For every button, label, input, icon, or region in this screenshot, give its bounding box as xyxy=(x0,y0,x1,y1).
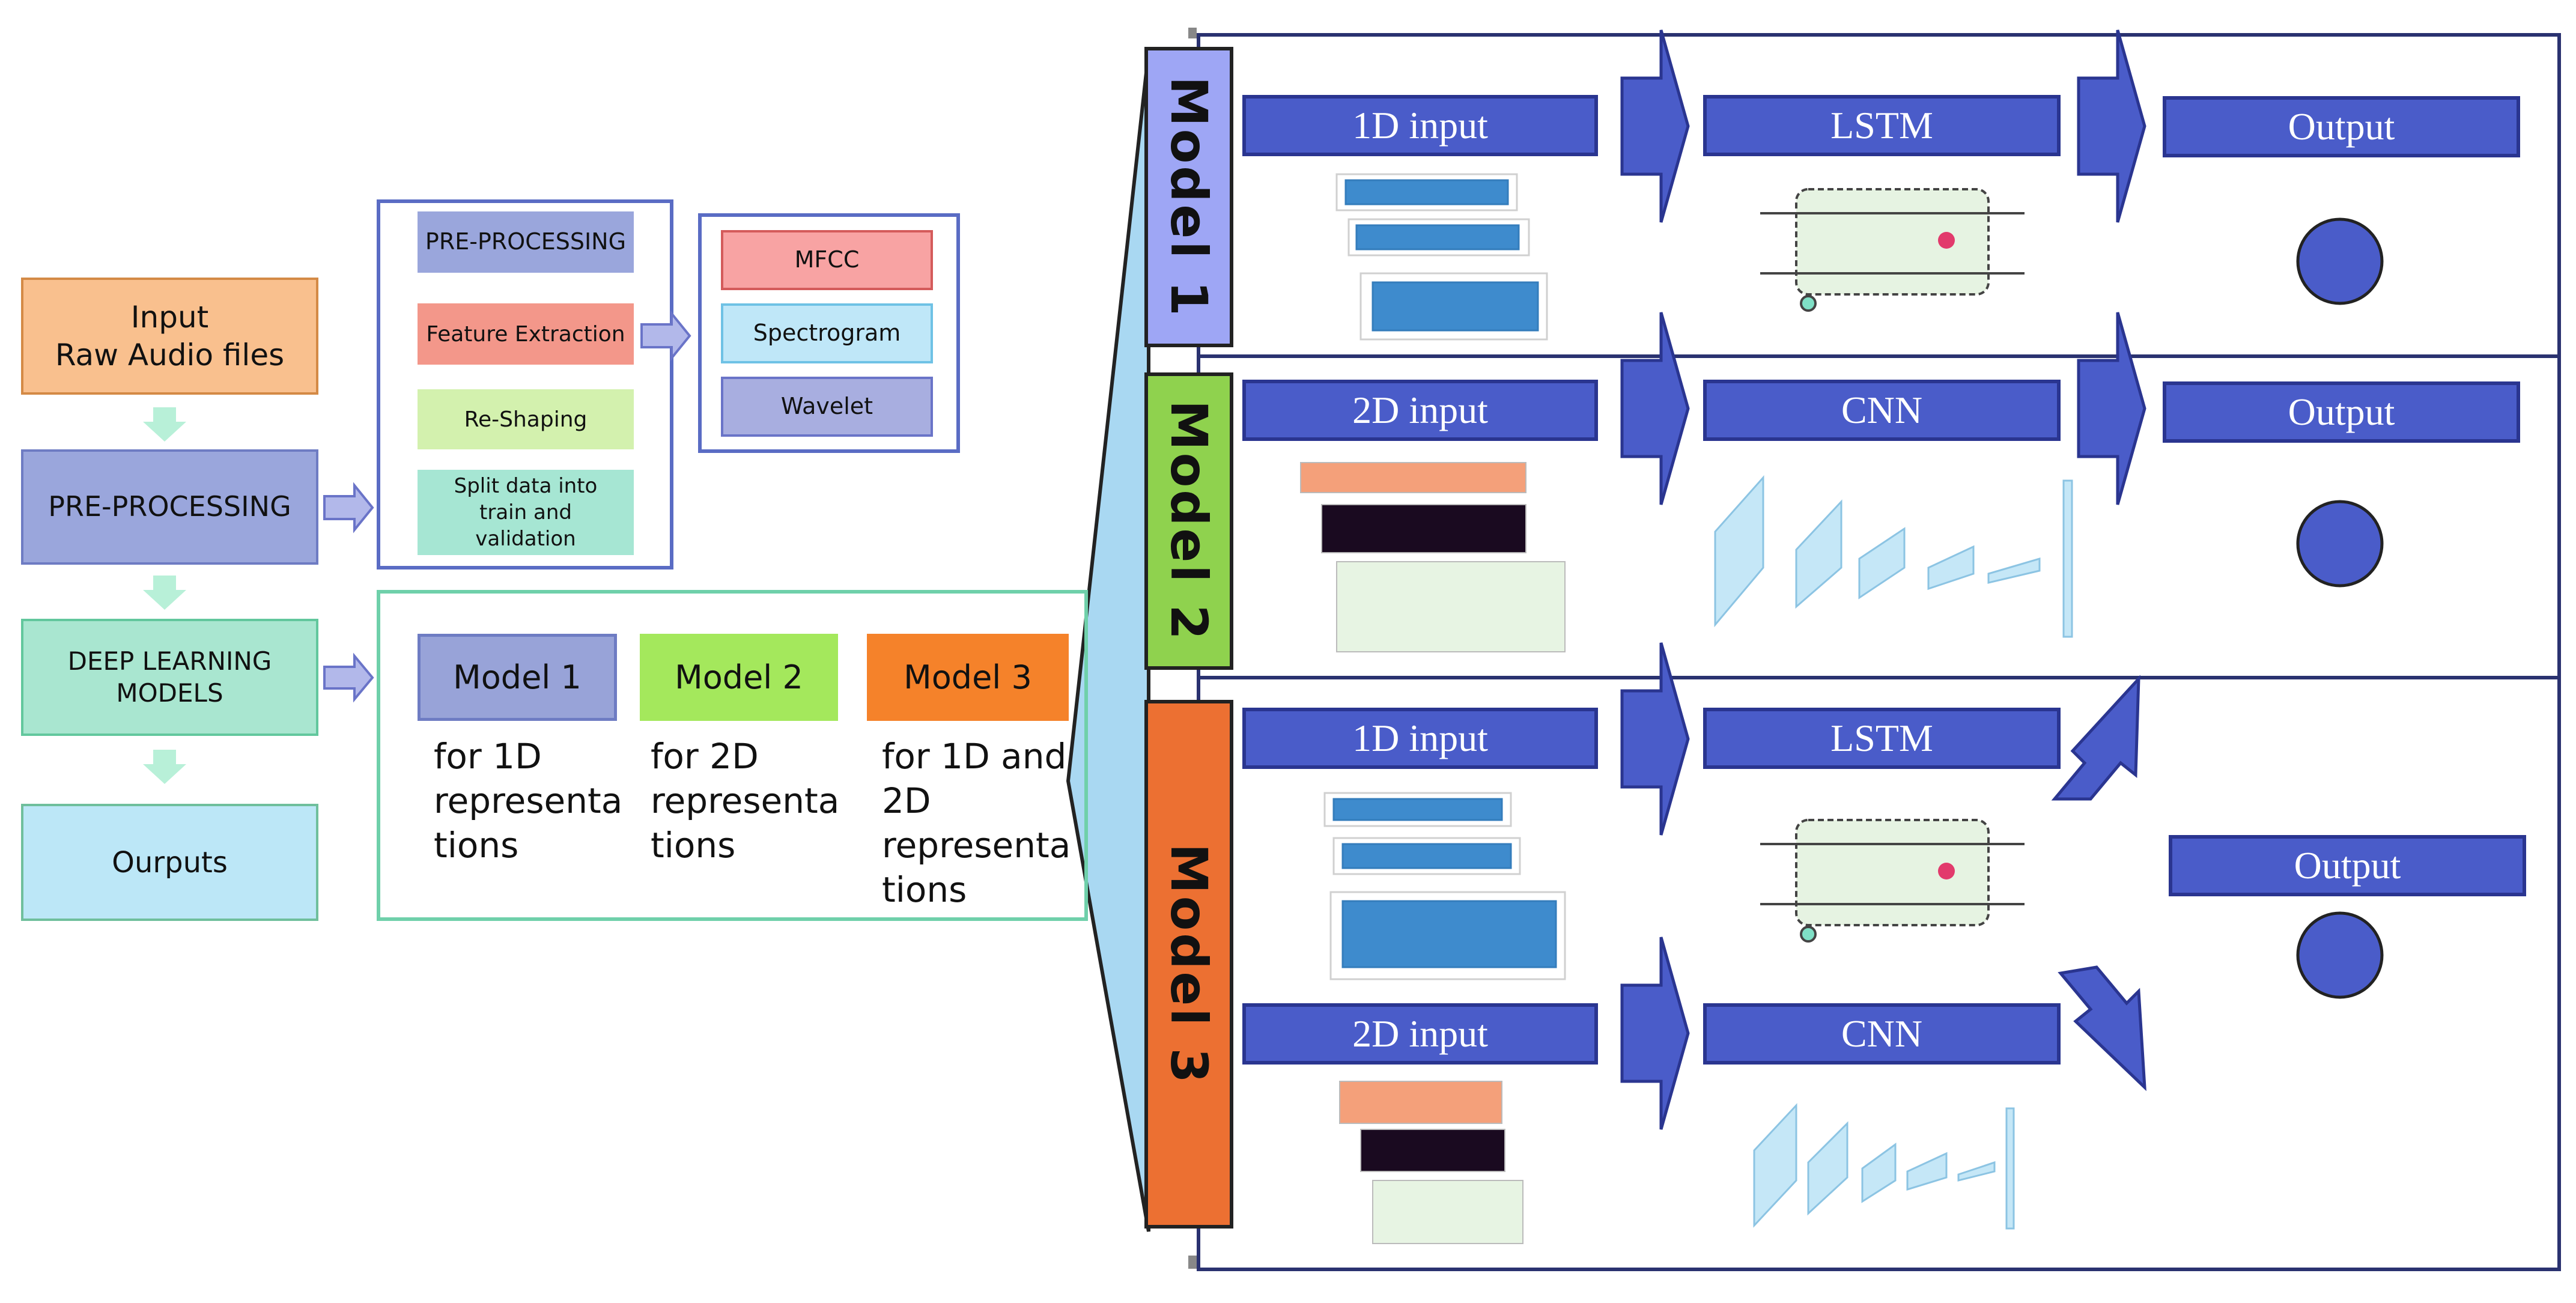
step-split-data: Split data into train and validation xyxy=(418,470,634,555)
step-reshaping: Re-Shaping xyxy=(418,389,634,449)
feature-wavelet: Wavelet xyxy=(721,377,933,437)
model1-input-bar: 1D input xyxy=(1242,95,1598,156)
preprocessing-box: PRE-PROCESSING xyxy=(21,449,318,565)
summary-model-2-desc: for 2D representa tions xyxy=(651,736,840,866)
right-arrow-icon xyxy=(323,310,691,703)
model3-network-cnn-bar: CNN xyxy=(1703,1003,2061,1065)
output-circle xyxy=(2296,217,2384,305)
model3-network-lstm-bar: LSTM xyxy=(1703,708,2061,769)
model-2-vertical-label: Model 2 xyxy=(1144,372,1233,670)
summary-model-1-desc: for 1D representa tions xyxy=(434,736,623,866)
summary-model-3-desc: for 1D and 2D representa tions xyxy=(882,736,1071,910)
model3-input-1d-bar: 1D input xyxy=(1242,708,1598,769)
features-frame xyxy=(698,213,960,453)
model2-network-bar: CNN xyxy=(1703,380,2061,441)
models-frame xyxy=(377,590,1088,921)
waveform-thumbnail xyxy=(1323,173,1566,980)
lstm-cell-thumbnail xyxy=(1760,188,2025,943)
model3-input-2d-bar: 2D input xyxy=(1242,1003,1598,1065)
cnn-thumbnail xyxy=(1714,475,2073,1230)
output-circle xyxy=(2296,500,2384,588)
funnel-shape xyxy=(1066,50,1150,1232)
summary-model-2: Model 2 xyxy=(640,634,838,721)
flow-arrow-icon xyxy=(1620,29,2146,1130)
preprocessing-frame xyxy=(377,199,673,569)
step-feature-extraction: Feature Extraction xyxy=(418,303,634,365)
output-circle xyxy=(2296,911,2384,999)
feature-spectrogram: Spectrogram xyxy=(721,303,933,363)
step-preprocessing: PRE-PROCESSING xyxy=(418,211,634,273)
outputs-box: Ourpu​ts xyxy=(21,804,318,921)
input-raw-audio-box: Input Raw Audio files xyxy=(21,278,318,395)
model2-input-bar: 2D input xyxy=(1242,380,1598,441)
model1-output-bar: Output xyxy=(2163,96,2520,157)
model-1-vertical-label: Model 1 xyxy=(1144,47,1233,347)
model2-output-bar: Output xyxy=(2163,381,2520,443)
deep-learning-models-box: DEEP LEARNING MODELS xyxy=(21,619,318,736)
summary-model-1: Model 1 xyxy=(418,634,617,721)
model1-network-bar: LSTM xyxy=(1703,95,2061,156)
spectrogram-thumbnail xyxy=(1300,462,1566,1244)
feature-mfcc: MFCC xyxy=(721,230,933,290)
model3-output-bar: Output xyxy=(2169,835,2526,896)
model-3-vertical-label: Model 3 xyxy=(1144,700,1233,1229)
summary-model-3: Model 3 xyxy=(867,634,1069,721)
down-arrow-icon xyxy=(143,407,186,784)
